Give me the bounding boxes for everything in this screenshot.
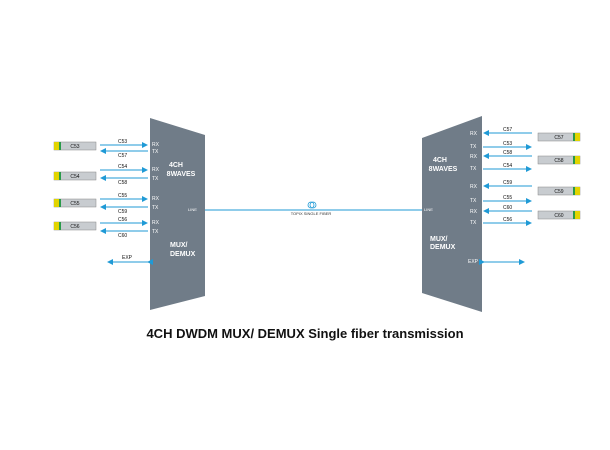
sfp-latch bbox=[54, 199, 59, 207]
right-port-tx-label: TX bbox=[470, 198, 477, 204]
left-tx-wavelength-label: C59 bbox=[118, 209, 127, 215]
right-tx-wavelength-label: C54 bbox=[503, 163, 512, 169]
left-rx-wavelength-label: C53 bbox=[118, 139, 127, 145]
left-device-mux-2: DEMUX bbox=[170, 251, 196, 258]
right-port-tx-label: TX bbox=[470, 166, 477, 172]
left-exp-label: EXP bbox=[122, 255, 133, 261]
sfp-latch bbox=[54, 142, 59, 150]
right-rx-wavelength-label: C59 bbox=[503, 180, 512, 186]
left-sfp-module-label: C53 bbox=[70, 144, 79, 150]
left-tx-wavelength-label: C60 bbox=[118, 233, 127, 239]
left-sfp-module: C55 bbox=[53, 198, 97, 208]
right-exp-label: EXP bbox=[468, 259, 479, 265]
right-sfp-module-label: C57 bbox=[554, 135, 563, 141]
left-rx-wavelength-label: C54 bbox=[118, 164, 127, 170]
left-port-rx-label: RX bbox=[152, 220, 160, 226]
sfp-stripe bbox=[59, 172, 61, 180]
left-mux-device bbox=[150, 118, 205, 310]
diagram-caption: 4CH DWDM MUX/ DEMUX Single fiber transmi… bbox=[146, 326, 464, 341]
sfp-latch bbox=[575, 133, 580, 141]
right-sfp-module: C60 bbox=[537, 210, 581, 220]
right-sfp-module: C59 bbox=[537, 186, 581, 196]
left-sfp-module-label: C55 bbox=[70, 201, 79, 207]
right-device-title-2: 8WAVES bbox=[429, 166, 458, 173]
right-rx-wavelength-label: C57 bbox=[503, 127, 512, 133]
right-sfp-module-label: C59 bbox=[554, 189, 563, 195]
right-port-tx-label: TX bbox=[470, 220, 477, 226]
right-device-title-1: 4CH bbox=[433, 157, 447, 164]
right-sfp-module: C57 bbox=[537, 132, 581, 142]
left-device-title-2: 8WAVES bbox=[167, 171, 196, 178]
left-line-label: LINE bbox=[188, 207, 197, 212]
left-tx-wavelength-label: C57 bbox=[118, 153, 127, 159]
left-rx-wavelength-label: C56 bbox=[118, 217, 127, 223]
right-tx-wavelength-label: C56 bbox=[503, 217, 512, 223]
right-sfp-module-label: C60 bbox=[554, 213, 563, 219]
left-port-tx-label: TX bbox=[152, 176, 159, 182]
left-sfp-module: C56 bbox=[53, 221, 97, 231]
sfp-latch bbox=[575, 211, 580, 219]
left-port-tx-label: TX bbox=[152, 149, 159, 155]
fiber-coil-icon-inner bbox=[309, 201, 317, 209]
fiber-label: TOPIX SINGLE FIBER bbox=[291, 211, 332, 216]
sfp-stripe bbox=[573, 211, 575, 219]
left-device-title-1: 4CH bbox=[169, 162, 183, 169]
right-port-rx-label: RX bbox=[470, 184, 478, 190]
right-port-tx-label: TX bbox=[470, 144, 477, 150]
fiber-coil-icon bbox=[307, 201, 315, 209]
right-sfp-module-label: C58 bbox=[554, 158, 563, 164]
right-port-rx-label: RX bbox=[470, 131, 478, 137]
left-port-rx-label: RX bbox=[152, 196, 160, 202]
left-port-rx-label: RX bbox=[152, 167, 160, 173]
right-tx-wavelength-label: C53 bbox=[503, 141, 512, 147]
right-tx-wavelength-label: C55 bbox=[503, 195, 512, 201]
left-sfp-module-label: C54 bbox=[70, 174, 79, 180]
right-port-rx-label: RX bbox=[470, 209, 478, 215]
sfp-stripe bbox=[573, 156, 575, 164]
right-port-labels: RX TX RX TX RX TX RX TX bbox=[470, 131, 478, 226]
sfp-latch bbox=[54, 172, 59, 180]
left-port-tx-label: TX bbox=[152, 229, 159, 235]
sfp-stripe bbox=[59, 199, 61, 207]
sfp-stripe bbox=[59, 142, 61, 150]
sfp-latch bbox=[54, 222, 59, 230]
left-sfp-module-label: C56 bbox=[70, 224, 79, 230]
right-sfp-module: C58 bbox=[537, 155, 581, 165]
right-line-label: LINE bbox=[424, 207, 433, 212]
right-device-mux-1: MUX/ bbox=[430, 236, 448, 243]
left-port-tx-label: TX bbox=[152, 205, 159, 211]
left-rx-wavelength-label: C55 bbox=[118, 193, 127, 199]
sfp-latch bbox=[575, 187, 580, 195]
left-sfp-module: C53 bbox=[53, 141, 97, 151]
sfp-stripe bbox=[573, 187, 575, 195]
left-port-rx-label: RX bbox=[152, 142, 160, 148]
left-device-mux-1: MUX/ bbox=[170, 242, 188, 249]
right-device-mux-2: DEMUX bbox=[430, 244, 456, 251]
left-tx-wavelength-label: C58 bbox=[118, 180, 127, 186]
sfp-stripe bbox=[59, 222, 61, 230]
sfp-stripe bbox=[573, 133, 575, 141]
sfp-latch bbox=[575, 156, 580, 164]
right-rx-wavelength-label: C58 bbox=[503, 150, 512, 156]
right-mux-device bbox=[422, 116, 482, 312]
right-port-rx-label: RX bbox=[470, 154, 478, 160]
left-sfp-module: C54 bbox=[53, 171, 97, 181]
right-rx-wavelength-label: C60 bbox=[503, 205, 512, 211]
